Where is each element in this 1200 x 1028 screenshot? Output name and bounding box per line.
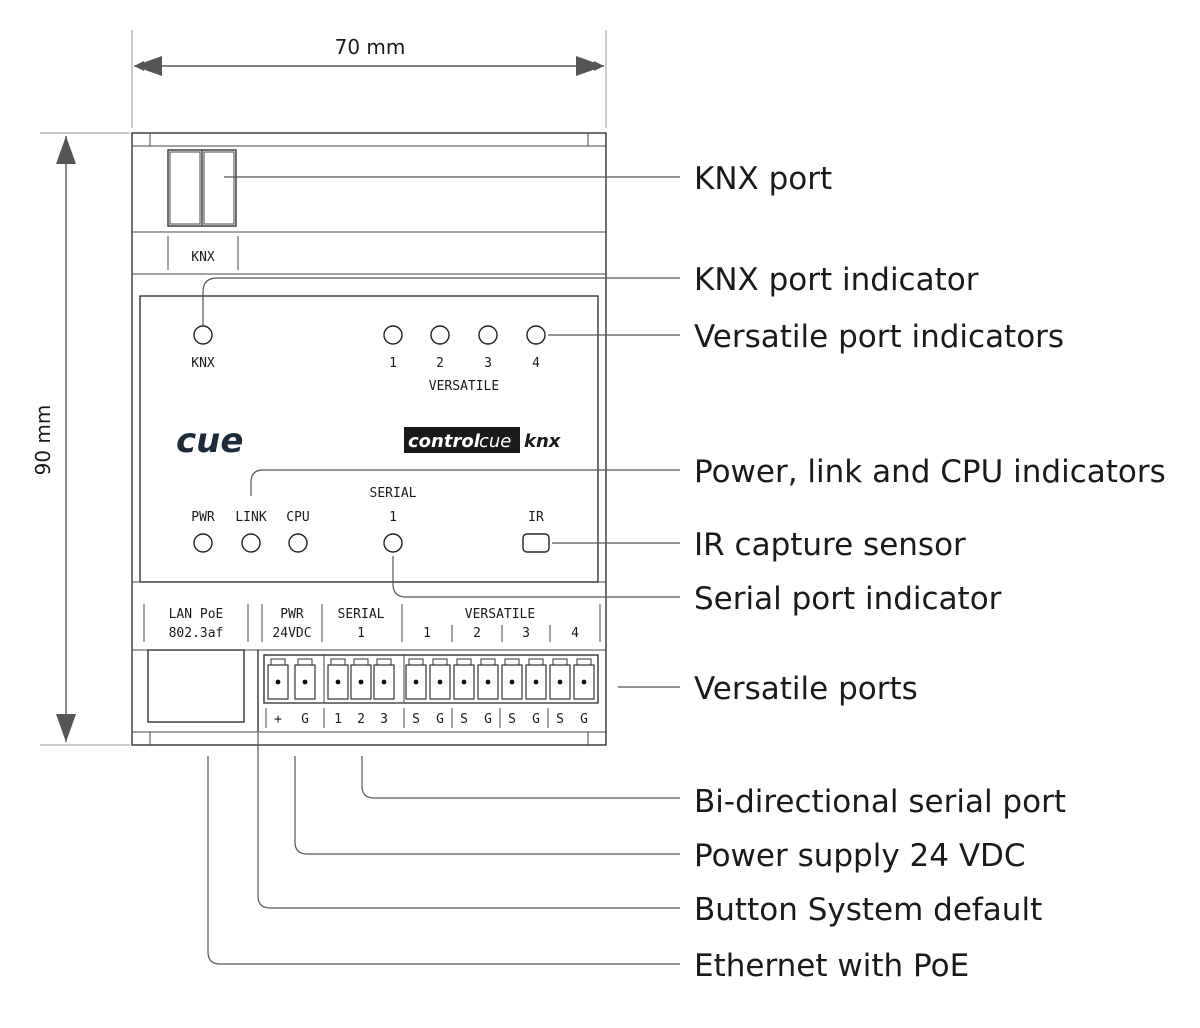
svg-text:control: control	[408, 431, 481, 452]
terminal-label: 1	[334, 712, 342, 727]
pwr-led	[193, 533, 213, 553]
terminal-pin	[327, 658, 349, 700]
terminal-pin	[267, 658, 289, 700]
ir-sensor: IR	[522, 510, 550, 553]
ethernet-port	[147, 649, 245, 723]
versatile-port-4-label: 4	[571, 626, 579, 641]
ir-window	[522, 533, 550, 553]
controlcue-knx-logo: control cue knx	[404, 427, 562, 453]
versatile-led-4-label: 4	[532, 356, 540, 371]
terminal-pin	[501, 658, 523, 700]
knx-top-label-box: KNX	[167, 236, 239, 270]
serial-indicator-number: 1	[389, 510, 397, 525]
terminal-pin	[294, 658, 316, 700]
knx-indicator-label: KNX	[191, 356, 215, 371]
serial-indicator-label: SERIAL	[370, 486, 417, 501]
versatile-port-2-label: 2	[473, 626, 481, 641]
versatile-led-3-label: 3	[484, 356, 492, 371]
terminal-pins	[267, 658, 595, 700]
terminal-pin	[429, 658, 451, 700]
versatile-port-1-label: 1	[423, 626, 431, 641]
callout-knx-port: KNX port	[694, 161, 832, 197]
link-label: LINK	[235, 510, 266, 525]
terminal-label: G	[436, 712, 444, 727]
height-label: 90 mm	[31, 405, 55, 476]
terminal-pin	[477, 658, 499, 700]
terminal-label: G	[580, 712, 588, 727]
callout-ethernet-poe: Ethernet with PoE	[694, 948, 969, 984]
knx-port	[167, 149, 237, 227]
callout-serial-indicator: Serial port indicator	[694, 581, 1002, 617]
callout-ir-sensor: IR capture sensor	[694, 527, 966, 563]
pwr-port-label-2: 24VDC	[272, 626, 311, 641]
terminal-label: S	[460, 712, 468, 727]
versatile-led-3	[478, 325, 498, 345]
callout-button-system-default: Button System default	[694, 892, 1042, 928]
callout-knx-port-indicator: KNX port indicator	[694, 262, 979, 298]
terminal-pin	[573, 658, 595, 700]
terminal-pin	[350, 658, 372, 700]
cue-logo: cue	[176, 421, 243, 461]
callout-versatile-ports: Versatile ports	[694, 671, 918, 707]
pwr-label: PWR	[191, 510, 215, 525]
terminal-pin	[405, 658, 427, 700]
callout-serial-port: Bi-directional serial port	[694, 784, 1066, 820]
terminal-label: 2	[357, 712, 365, 727]
port-label-band: LAN PoE 802.3af PWR 24VDC SERIAL 1 VERSA…	[143, 604, 601, 642]
versatile-led-2-label: 2	[436, 356, 444, 371]
versatile-led-1-label: 1	[389, 356, 397, 371]
terminal-label: S	[412, 712, 420, 727]
lan-label-2: 802.3af	[169, 626, 224, 641]
device-body	[131, 132, 607, 746]
leader-lines	[202, 176, 680, 965]
terminal-label: +	[274, 712, 282, 727]
serial-port-label-1: SERIAL	[338, 607, 385, 622]
terminal-pin	[525, 658, 547, 700]
versatile-indicators: 1 2 3 4 VERSATILE	[383, 325, 546, 394]
serial-led	[383, 533, 403, 553]
width-dimension: 70 mm	[131, 30, 607, 128]
serial-port-label-2: 1	[357, 626, 365, 641]
terminal-label: S	[508, 712, 516, 727]
terminal-pin	[373, 658, 395, 700]
callouts: KNX port KNX port indicator Versatile po…	[694, 161, 1166, 984]
terminal-pin	[549, 658, 571, 700]
svg-text:cue: cue	[176, 421, 243, 461]
pwr-link-cpu-indicators: PWR LINK CPU	[191, 510, 310, 553]
serial-indicator: SERIAL 1	[370, 486, 417, 553]
knx-indicator: KNX	[191, 325, 215, 371]
ir-label: IR	[528, 510, 544, 525]
cpu-label: CPU	[286, 510, 309, 525]
terminal-label: G	[484, 712, 492, 727]
lan-label-1: LAN PoE	[169, 607, 224, 622]
terminal-pin	[453, 658, 475, 700]
versatile-led-1	[383, 325, 403, 345]
svg-text:cue: cue	[479, 431, 511, 452]
versatile-port-label: VERSATILE	[465, 607, 535, 622]
terminal-label: S	[556, 712, 564, 727]
callout-versatile-port-indicators: Versatile port indicators	[694, 319, 1064, 355]
callout-power-supply: Power supply 24 VDC	[694, 838, 1026, 874]
height-dimension: 90 mm	[31, 132, 130, 746]
versatile-indicators-label: VERSATILE	[429, 379, 499, 394]
versatile-port-3-label: 3	[522, 626, 530, 641]
knx-top-label: KNX	[191, 250, 215, 265]
pwr-port-label-1: PWR	[280, 607, 304, 622]
terminal-label: G	[532, 712, 540, 727]
versatile-led-4	[526, 325, 546, 345]
link-led	[241, 533, 261, 553]
svg-text:knx: knx	[524, 431, 562, 452]
callout-power-link-cpu: Power, link and CPU indicators	[694, 454, 1166, 490]
terminal-label: 3	[380, 712, 388, 727]
width-label: 70 mm	[335, 35, 406, 59]
versatile-led-2	[430, 325, 450, 345]
terminal-label: G	[301, 712, 309, 727]
cpu-led	[288, 533, 308, 553]
